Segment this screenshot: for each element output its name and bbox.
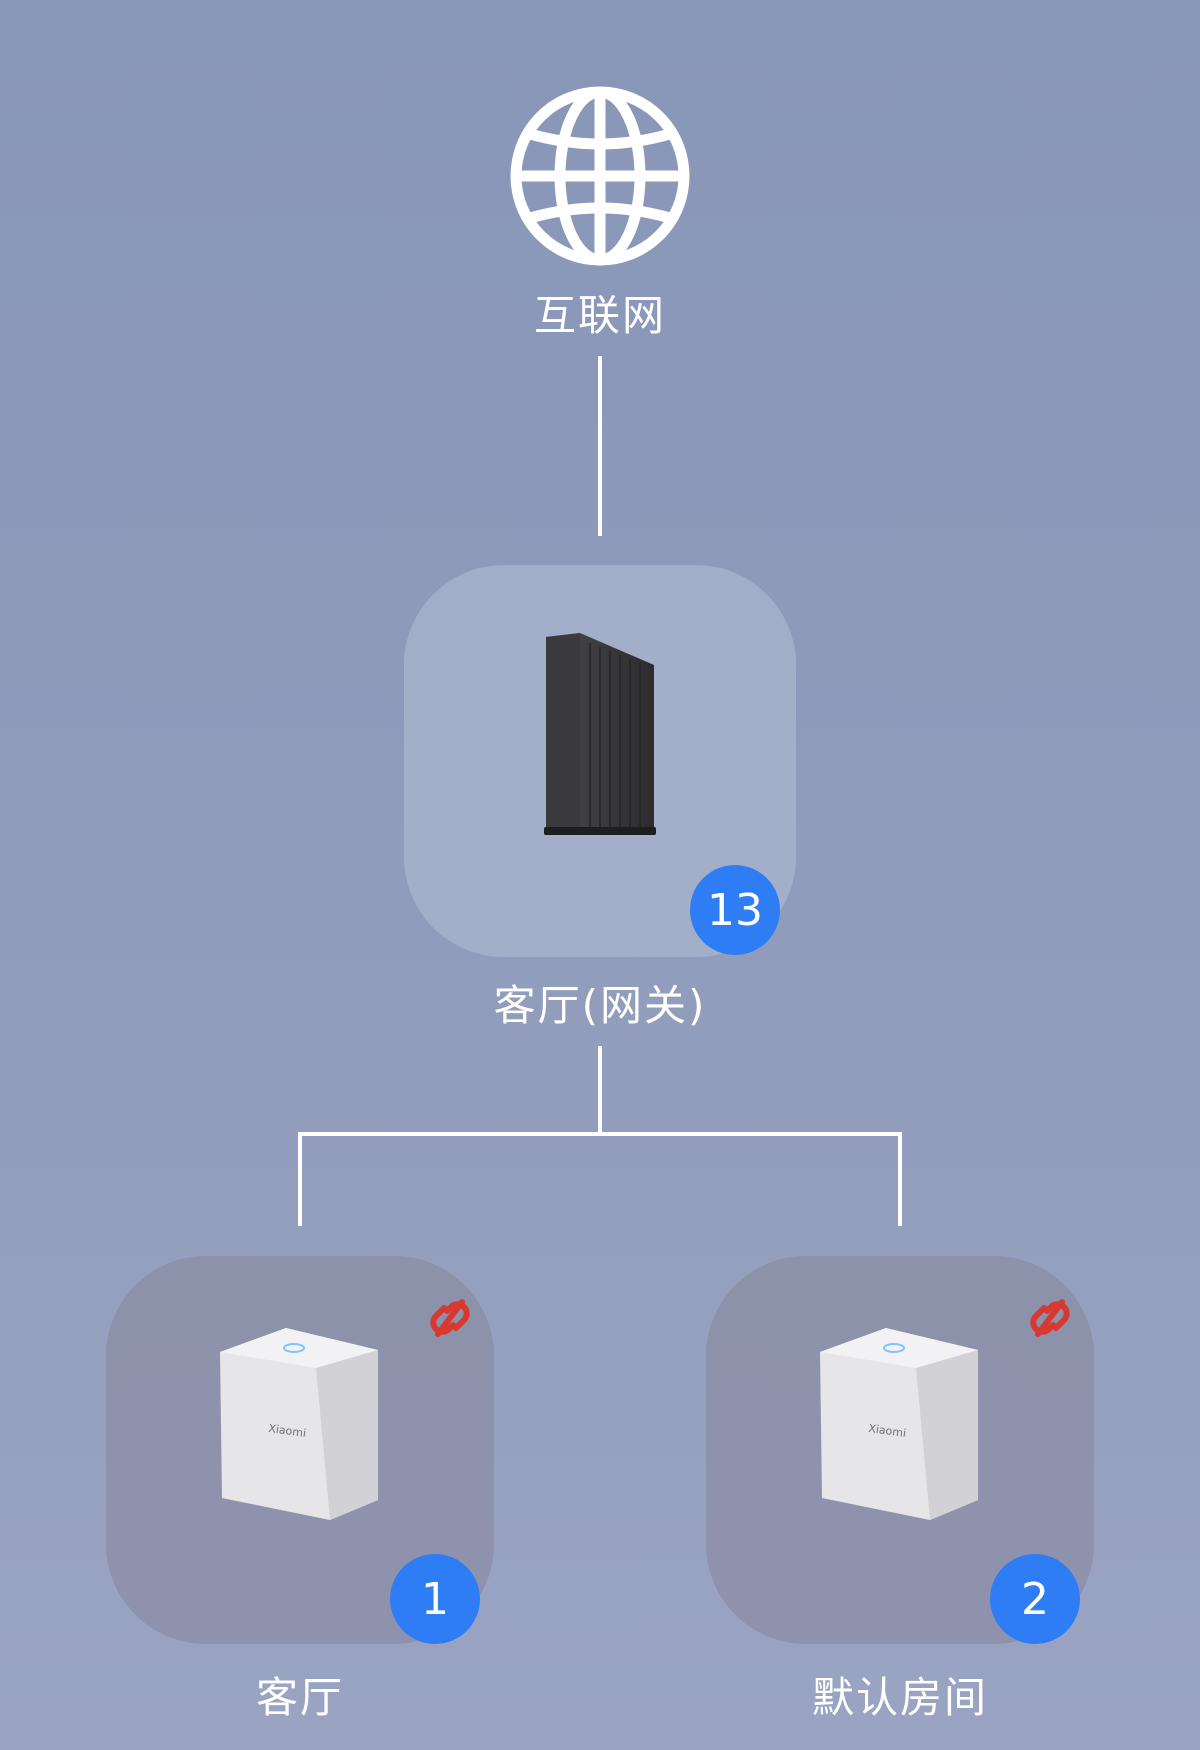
disconnected-link-icon: [430, 1299, 470, 1337]
gateway-device-count-badge: 13: [690, 865, 780, 955]
node-card-1[interactable]: Xiaomi 1: [106, 1256, 494, 1644]
gateway-label: 客厅(网关): [493, 981, 707, 1030]
disconnected-link-icon: [1030, 1299, 1070, 1337]
mesh-node-icon: Xiaomi: [820, 1328, 978, 1520]
node-1-device-count-badge: 1: [390, 1554, 480, 1644]
router-tower-icon: [544, 633, 656, 835]
node-1-label: 客厅: [255, 1673, 344, 1722]
svg-text:Xiaomi: Xiaomi: [868, 1422, 907, 1440]
node-2-label: 默认房间: [811, 1673, 988, 1722]
connector-internet-gateway: [598, 356, 602, 536]
internet-label: 互联网: [533, 291, 666, 340]
globe-icon[interactable]: [508, 84, 692, 268]
mesh-node-icon: Xiaomi: [220, 1328, 378, 1520]
connector-gateway-trunk: [598, 1046, 602, 1136]
connector-branch-right: [898, 1132, 902, 1226]
svg-text:Xiaomi: Xiaomi: [268, 1422, 307, 1440]
gateway-card[interactable]: 13: [404, 565, 796, 957]
node-card-2[interactable]: Xiaomi 2: [706, 1256, 1094, 1644]
connector-branch-left: [298, 1132, 302, 1226]
node-2-device-count-badge: 2: [990, 1554, 1080, 1644]
connector-branch-horizontal: [298, 1132, 902, 1136]
